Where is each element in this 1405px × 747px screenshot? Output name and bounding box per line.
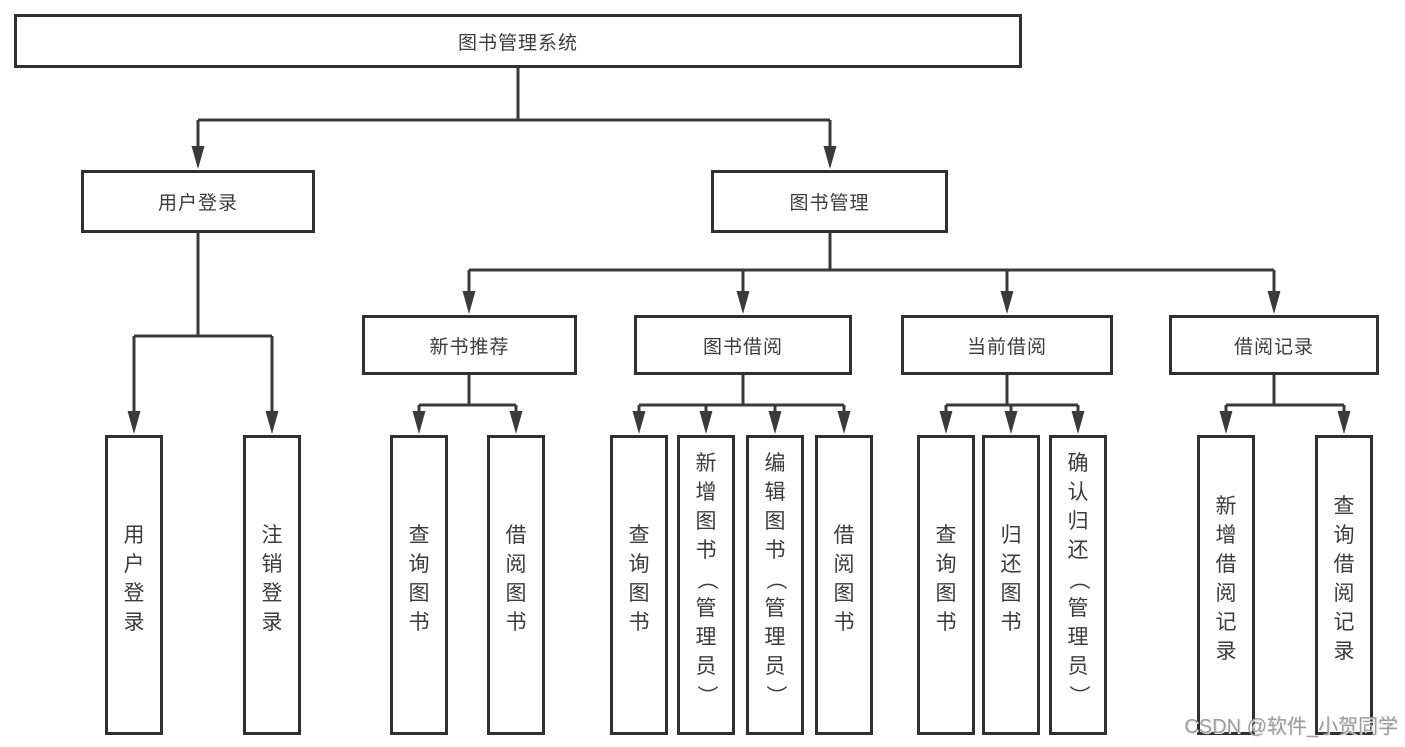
leaf-borrow-query: 查询图书	[610, 435, 668, 735]
leaf-current-confirm-admin-label: 确认归还（管理员）	[1066, 451, 1090, 706]
connector-user-login-children	[127, 233, 279, 434]
leaf-borrow-add-admin: 新增图书（管理员）	[677, 435, 735, 735]
node-book-mgmt-label: 图书管理	[789, 193, 870, 214]
node-root-label: 图书管理系统	[457, 32, 578, 54]
leaf-borrow-edit-admin: 编辑图书（管理员）	[746, 435, 804, 735]
node-root: 图书管理系统	[14, 14, 1022, 68]
leaf-current-confirm-admin: 确认归还（管理员）	[1049, 435, 1107, 735]
leaf-records-query: 查询借阅记录	[1315, 435, 1373, 735]
leaf-borrow-add-admin-label: 新增图书（管理员）	[694, 451, 718, 706]
leaf-new-books-query-label: 查询图书	[408, 524, 430, 634]
node-borrow-records-label: 借阅记录	[1233, 336, 1314, 358]
node-book-borrow: 图书借阅	[634, 315, 852, 375]
leaf-records-query-label: 查询借阅记录	[1333, 495, 1355, 663]
connector-root-to-level2	[191, 68, 837, 169]
leaf-current-query: 查询图书	[917, 435, 975, 735]
node-current-borrow: 当前借阅	[901, 315, 1113, 375]
leaf-records-add: 新增借阅记录	[1197, 435, 1255, 735]
csdn-watermark: CSDN @软件_小贺同学	[1184, 716, 1398, 738]
node-user-login-label: 用户登录	[157, 193, 238, 214]
leaf-user-login-label: 用户登录	[123, 524, 145, 634]
connector-new-books-children	[412, 375, 523, 434]
leaf-logout-label: 注销登录	[261, 524, 283, 634]
connector-book-borrow-children	[632, 375, 851, 434]
leaf-new-books-borrow: 借阅图书	[487, 435, 545, 735]
node-user-login: 用户登录	[81, 170, 315, 233]
leaf-logout: 注销登录	[243, 435, 301, 735]
leaf-borrow-book-label: 借阅图书	[833, 524, 855, 634]
connector-current-borrow-children	[939, 375, 1085, 434]
leaf-borrow-book: 借阅图书	[815, 435, 873, 735]
leaf-current-return-label: 归还图书	[1000, 524, 1022, 634]
node-borrow-records: 借阅记录	[1169, 315, 1379, 375]
connector-book-mgmt-children	[462, 233, 1281, 314]
connector-borrow-records-children	[1219, 375, 1351, 434]
node-book-mgmt: 图书管理	[711, 170, 948, 233]
leaf-current-return: 归还图书	[982, 435, 1040, 735]
leaf-current-query-label: 查询图书	[935, 524, 957, 634]
leaf-borrow-edit-admin-label: 编辑图书（管理员）	[763, 451, 787, 706]
node-current-borrow-label: 当前借阅	[966, 336, 1047, 358]
leaf-borrow-query-label: 查询图书	[628, 524, 650, 634]
leaf-new-books-borrow-label: 借阅图书	[505, 524, 527, 634]
leaf-new-books-query: 查询图书	[390, 435, 448, 735]
leaf-user-login: 用户登录	[105, 435, 163, 735]
node-new-books: 新书推荐	[362, 315, 577, 375]
node-new-books-label: 新书推荐	[429, 336, 510, 358]
node-book-borrow-label: 图书借阅	[702, 336, 783, 358]
leaf-records-add-label: 新增借阅记录	[1215, 495, 1237, 663]
